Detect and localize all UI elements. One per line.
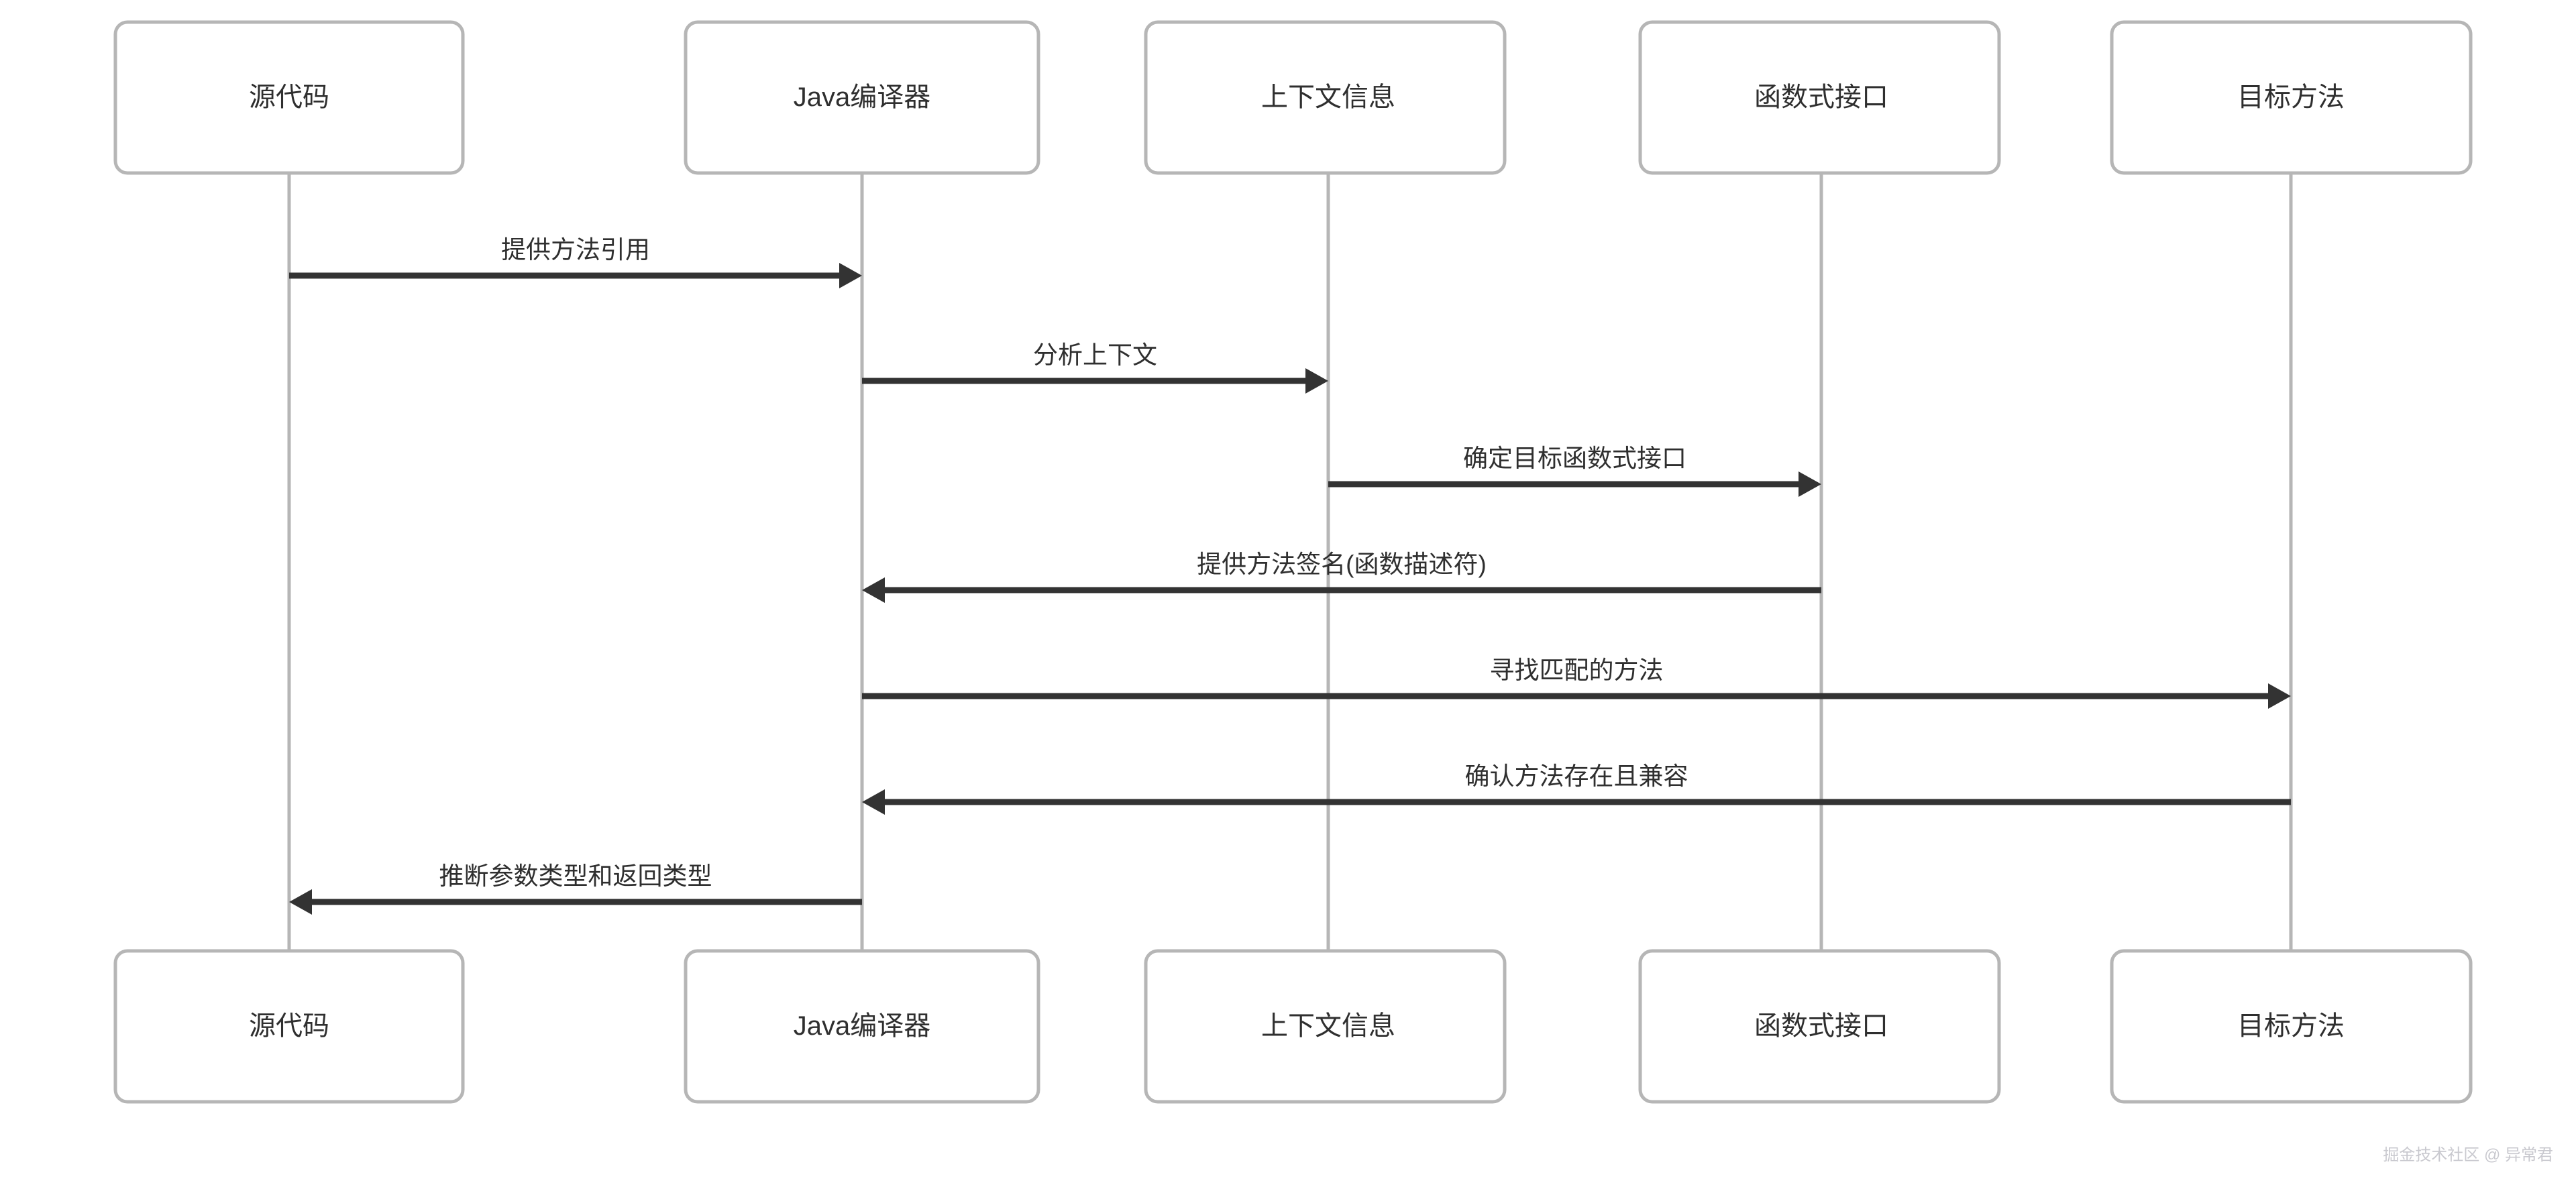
participant-box-source[interactable] [113, 949, 465, 1104]
message-4: 提供方法签名(函数描述符) [862, 551, 1821, 603]
message-label-7: 推断参数类型和返回类型 [439, 862, 712, 890]
participant-footer-compiler[interactable]: Java编译器 [684, 949, 1040, 1104]
message-label-6: 确认方法存在且兼容 [1465, 762, 1688, 790]
participant-box-targetmethod[interactable] [2110, 20, 2473, 175]
message-label-5: 寻找匹配的方法 [1490, 657, 1664, 684]
message-label-2: 分析上下文 [1033, 341, 1157, 369]
watermark: 掘金技术社区 @ 异常君 [2383, 1146, 2553, 1164]
header-participant-boxes: 源代码 Java编译器 上下文信息 函数式接口 目标方法 [113, 20, 2473, 175]
participant-header-funcinterface[interactable]: 函数式接口 [1638, 20, 2001, 175]
participant-label-context: 上下文信息 [1261, 1011, 1395, 1041]
participant-label-compiler: Java编译器 [794, 1011, 931, 1041]
participant-footer-targetmethod[interactable]: 目标方法 [2110, 949, 2473, 1104]
footer-participant-boxes: 源代码 Java编译器 上下文信息 函数式接口 目标方法 [113, 949, 2473, 1104]
participant-box-funcinterface[interactable] [1638, 20, 2001, 175]
watermark-text: 掘金技术社区 @ 异常君 [2383, 1146, 2553, 1164]
participant-label-context: 上下文信息 [1261, 82, 1395, 112]
message-3: 确定目标函数式接口 [1328, 445, 1821, 497]
message-arrowhead-3 [1799, 471, 1821, 497]
participant-label-funcinterface: 函数式接口 [1754, 1011, 1888, 1041]
message-1: 提供方法引用 [289, 236, 862, 288]
message-arrowhead-4 [862, 577, 885, 603]
participant-header-source[interactable]: 源代码 [113, 20, 465, 175]
message-2: 分析上下文 [862, 341, 1328, 394]
message-label-4: 提供方法签名(函数描述符) [1197, 551, 1487, 578]
participant-label-source: 源代码 [249, 82, 329, 112]
lifelines-layer [287, 173, 2293, 951]
message-arrowhead-5 [2268, 683, 2291, 709]
message-arrowhead-1 [839, 263, 862, 288]
participant-box-compiler[interactable] [684, 20, 1040, 175]
participant-label-compiler: Java编译器 [794, 82, 931, 112]
message-label-3: 确定目标函数式接口 [1463, 445, 1686, 472]
participant-label-targetmethod: 目标方法 [2237, 1011, 2345, 1041]
participant-footer-context[interactable]: 上下文信息 [1144, 949, 1507, 1104]
participant-box-context[interactable] [1144, 20, 1507, 175]
participant-label-source: 源代码 [249, 1011, 329, 1041]
participant-header-compiler[interactable]: Java编译器 [684, 20, 1040, 175]
participant-label-funcinterface: 函数式接口 [1754, 82, 1888, 112]
participant-box-context[interactable] [1144, 949, 1507, 1104]
message-arrowhead-6 [862, 789, 885, 815]
message-label-1: 提供方法引用 [501, 236, 650, 264]
message-arrowhead-2 [1305, 368, 1328, 394]
participant-box-targetmethod[interactable] [2110, 949, 2473, 1104]
participant-footer-funcinterface[interactable]: 函数式接口 [1638, 949, 2001, 1104]
message-6: 确认方法存在且兼容 [862, 762, 2291, 815]
message-arrowhead-7 [289, 889, 312, 915]
participant-box-compiler[interactable] [684, 949, 1040, 1104]
participant-box-funcinterface[interactable] [1638, 949, 2001, 1104]
participant-header-context[interactable]: 上下文信息 [1144, 20, 1507, 175]
participant-label-targetmethod: 目标方法 [2237, 82, 2345, 112]
message-5: 寻找匹配的方法 [862, 657, 2291, 709]
participant-header-targetmethod[interactable]: 目标方法 [2110, 20, 2473, 175]
participant-footer-source[interactable]: 源代码 [113, 949, 465, 1104]
participant-box-source[interactable] [113, 20, 465, 175]
message-7: 推断参数类型和返回类型 [289, 862, 862, 915]
